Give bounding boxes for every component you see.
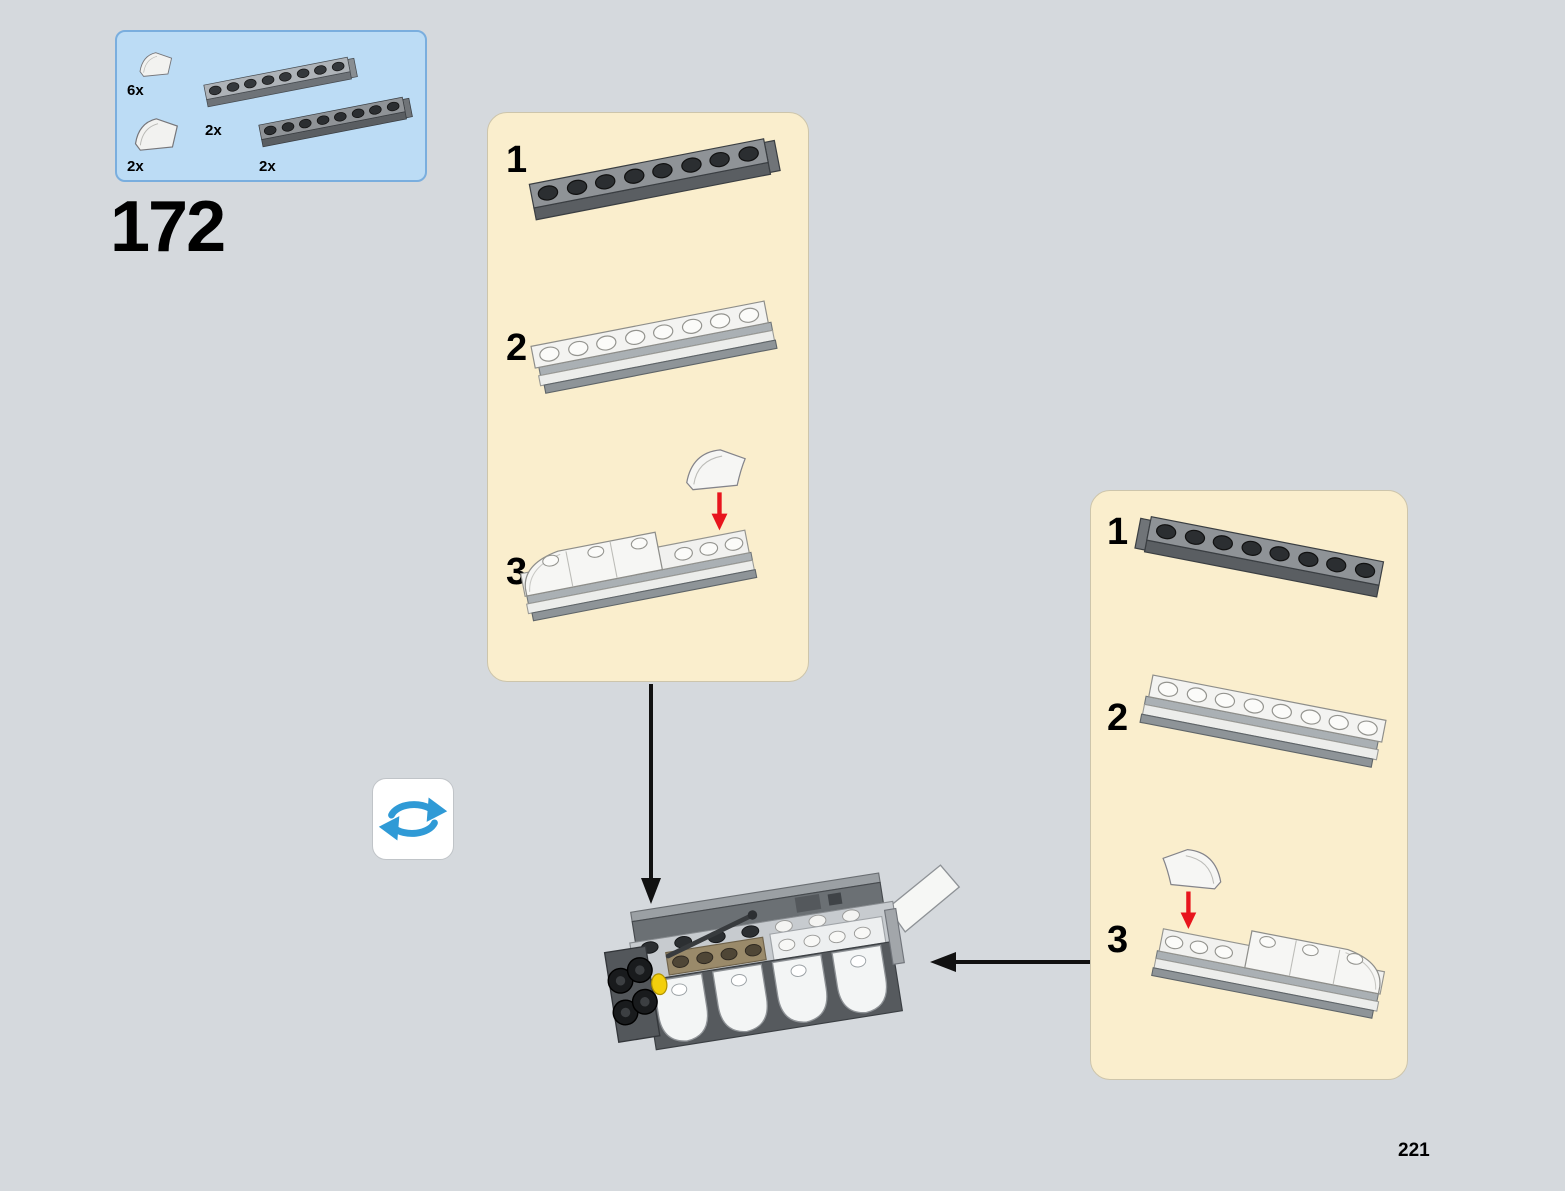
step1-plate-art bbox=[1119, 505, 1395, 615]
substep-number: 1 bbox=[1107, 511, 1129, 553]
rotate-icon bbox=[372, 778, 454, 860]
substep-number: 1 bbox=[506, 139, 528, 181]
flow-arrow-down bbox=[641, 684, 661, 904]
substep-number: 2 bbox=[506, 327, 528, 369]
step3-slope-placement-art bbox=[1109, 839, 1397, 1040]
step1-plate-art bbox=[518, 127, 796, 238]
part-count-label: 2x bbox=[127, 158, 144, 175]
step2-plate-stack-art bbox=[520, 291, 796, 411]
part-count-label: 6x bbox=[127, 82, 144, 99]
substep-number: 2 bbox=[1107, 697, 1129, 739]
part-count-label: 2x bbox=[205, 122, 222, 139]
part-plate-1x8-dark-icon bbox=[252, 90, 422, 158]
step2-plate-stack-art bbox=[1121, 665, 1397, 785]
assembled-model-figure bbox=[598, 852, 968, 1088]
part-count-label: 2x bbox=[259, 158, 276, 175]
rotate-symbol-box bbox=[372, 778, 454, 860]
substeps-panel-left: 1 2 3 bbox=[487, 112, 809, 682]
substep-number: 3 bbox=[1107, 919, 1129, 961]
part-curved-slope-small-icon bbox=[135, 46, 179, 80]
part-curved-slope-icon bbox=[129, 110, 187, 155]
step3-slope-placement-art bbox=[508, 439, 800, 643]
substeps-panel-right: 1 2 3 bbox=[1090, 490, 1408, 1080]
flow-arrow-left bbox=[930, 952, 1090, 972]
page-number: 221 bbox=[1398, 1140, 1430, 1161]
step-number: 172 bbox=[110, 187, 226, 267]
parts-callout-box: 6x 2x 2x 2x bbox=[115, 30, 427, 182]
